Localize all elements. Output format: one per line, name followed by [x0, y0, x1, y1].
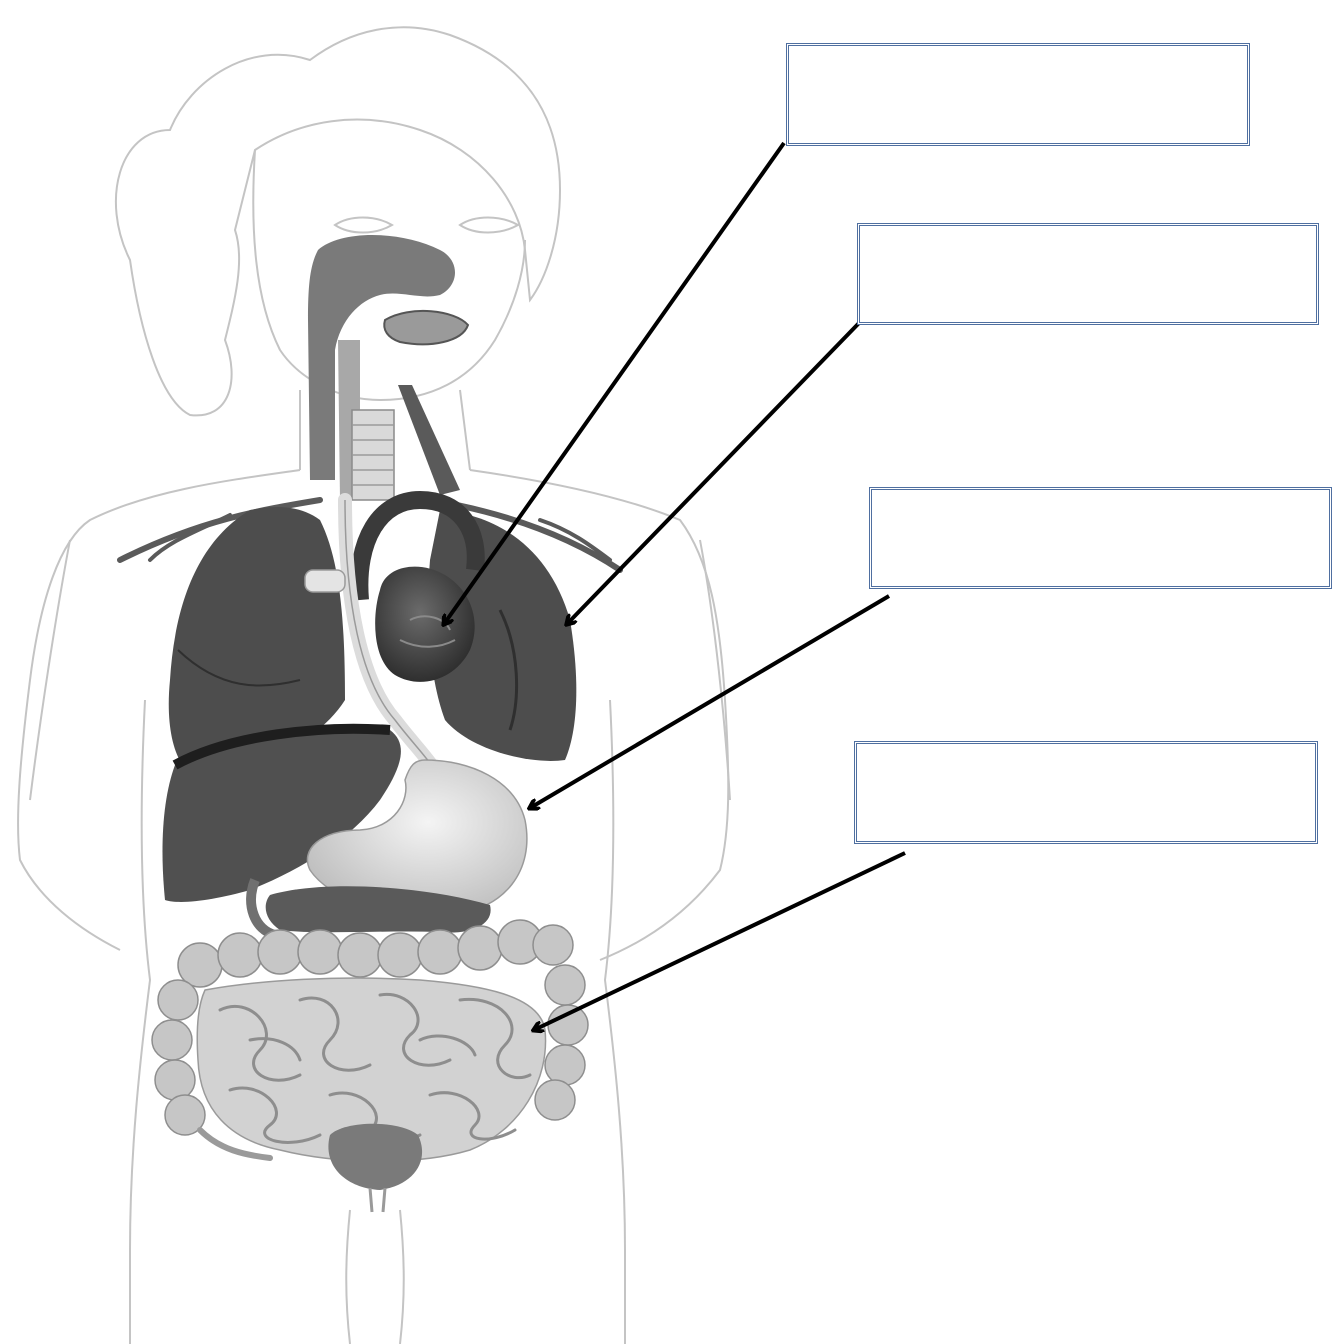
- left-eye: [335, 218, 392, 233]
- right-arm-outline: [700, 540, 730, 800]
- arrow-stomach: [530, 596, 889, 808]
- airway: [308, 235, 468, 500]
- arrow-intestines: [534, 853, 905, 1030]
- label-box-lung[interactable]: [857, 223, 1319, 325]
- left-arm-outline: [30, 540, 70, 800]
- bladder: [328, 1124, 422, 1190]
- label-box-stomach[interactable]: [869, 487, 1332, 589]
- leg-outline: [346, 1210, 404, 1344]
- arrow-lung: [567, 322, 860, 624]
- label-box-intestines[interactable]: [854, 741, 1318, 844]
- neck-vessels: [398, 385, 460, 495]
- label-box-heart[interactable]: [786, 43, 1250, 146]
- hair-outline: [116, 27, 560, 415]
- urethra: [370, 1188, 385, 1212]
- bronchus-bits: [305, 570, 345, 592]
- right-eye: [460, 218, 518, 233]
- tongue: [384, 311, 468, 344]
- arrow-heart: [444, 143, 784, 624]
